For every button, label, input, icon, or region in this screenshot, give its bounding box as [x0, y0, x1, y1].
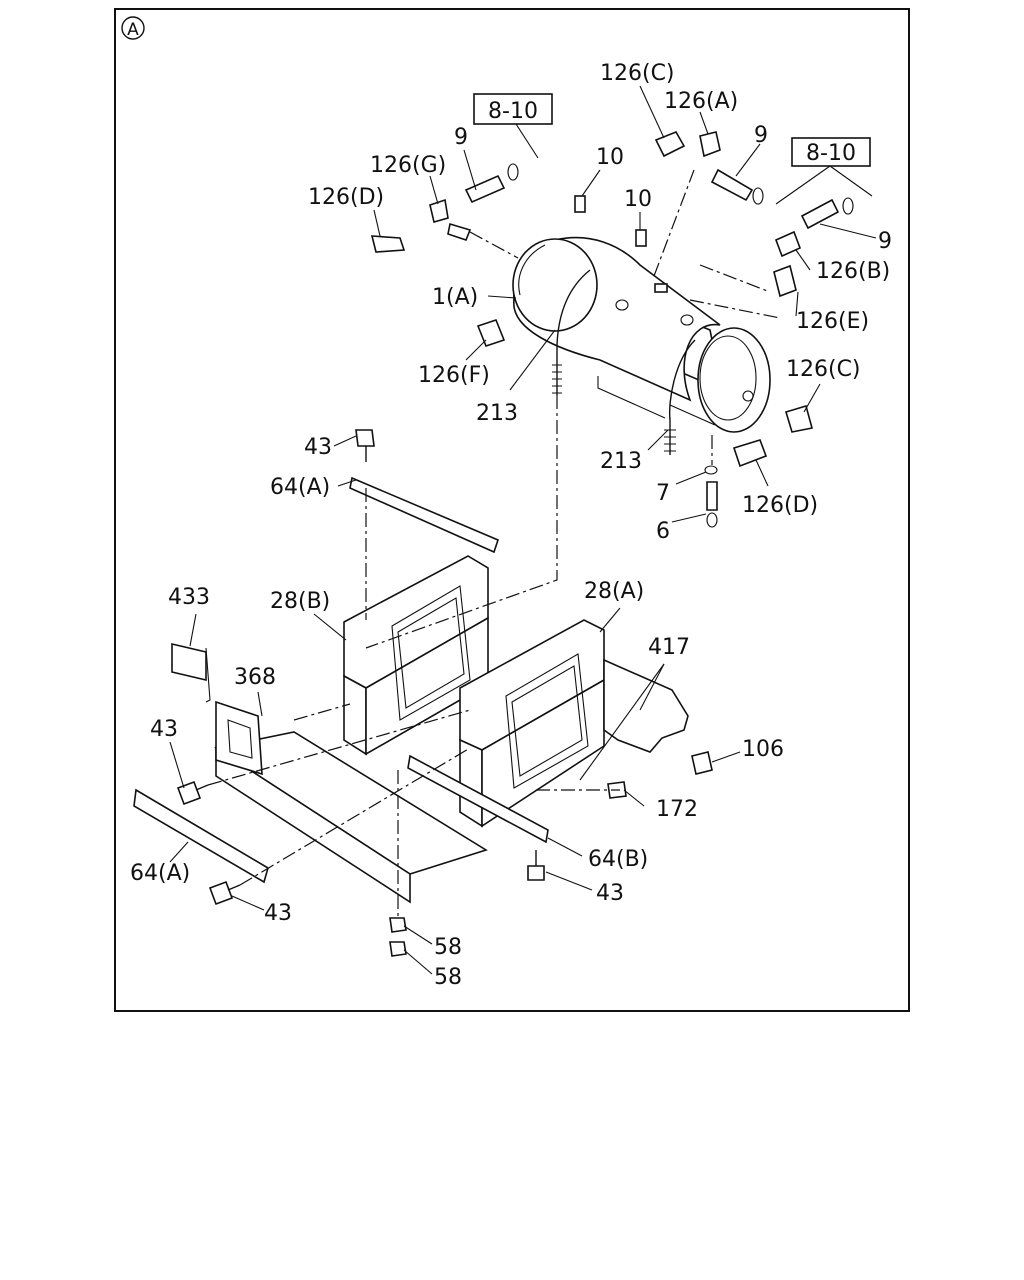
callout-9-top-left: 9	[454, 125, 468, 150]
callout-7: 7	[656, 481, 670, 506]
callout-8-10-left: 8-10	[488, 99, 538, 124]
elbow-126d-right	[732, 439, 768, 468]
callout-43-left: 43	[150, 717, 178, 742]
diagram-frame	[114, 8, 910, 1012]
tank-strap	[552, 269, 696, 455]
elbow-126b	[774, 230, 802, 258]
tee-126g	[429, 198, 449, 223]
callout-126e: 126(E)	[796, 309, 869, 334]
callout-126f: 126(F)	[418, 363, 490, 388]
bracket-strap-64b	[407, 754, 549, 844]
fittings-top	[370, 130, 854, 528]
callout-126c-right: 126(C)	[786, 357, 861, 382]
callout-126d-right: 126(D)	[742, 493, 818, 518]
callout-213-left: 213	[476, 401, 518, 426]
valve-9-top	[710, 168, 754, 202]
valve-9-right	[800, 198, 840, 230]
callout-9-right: 9	[878, 229, 892, 254]
callout-126d-left: 126(D)	[308, 185, 384, 210]
callout-58-b: 58	[434, 965, 462, 990]
section-marker: A	[121, 16, 145, 40]
reference-box-8-10-right	[791, 137, 871, 167]
callout-126g: 126(G)	[370, 153, 446, 178]
callout-1a: 1(A)	[432, 285, 478, 310]
elbow-126c-top	[654, 130, 686, 158]
plug-10a	[574, 195, 586, 213]
callout-64a-bottom: 64(A)	[130, 861, 190, 886]
callout-213-right: 213	[600, 449, 642, 474]
crossmember	[213, 731, 488, 904]
assembly-lines	[207, 169, 781, 918]
callout-28b: 28(B)	[270, 589, 330, 614]
callout-43-top: 43	[304, 435, 332, 460]
callout-6: 6	[656, 519, 670, 544]
callout-10-a: 10	[596, 145, 624, 170]
part-368	[215, 700, 263, 776]
callout-126c-top: 126(C)	[600, 61, 675, 86]
air-tank	[512, 236, 771, 433]
plug-10b	[635, 229, 647, 247]
bracket-strap-bottom	[133, 788, 269, 884]
valve-9-left	[464, 174, 506, 204]
callout-172: 172	[656, 797, 698, 822]
bracket-strap-top	[349, 429, 499, 554]
washer-7	[704, 465, 718, 475]
callout-43-bottom-left: 43	[264, 901, 292, 926]
callout-labels: 8-10 8-10 126(C) 126(A) 9 9 9 10 10 126(…	[130, 61, 892, 990]
tee-126e	[773, 264, 797, 298]
callout-43-bottom-mid: 43	[596, 881, 624, 906]
bracket-28b	[343, 555, 489, 756]
callout-8-10-right: 8-10	[806, 141, 856, 166]
callout-28a: 28(A)	[584, 579, 644, 604]
drain-valve-6	[706, 481, 718, 511]
callout-9-top-right: 9	[754, 123, 768, 148]
callout-64a-top: 64(A)	[270, 475, 330, 500]
reference-box-8-10-left	[473, 93, 553, 125]
callout-417: 417	[648, 635, 690, 660]
elbow-126f	[476, 319, 506, 347]
callout-58-a: 58	[434, 935, 462, 960]
section-marker-label: A	[127, 20, 139, 40]
callout-126a: 126(A)	[664, 89, 738, 114]
label-plate-433	[171, 642, 207, 682]
leader-lines	[169, 85, 877, 975]
callout-106: 106	[742, 737, 784, 762]
callout-10-b: 10	[624, 187, 652, 212]
callout-126b: 126(B)	[816, 259, 890, 284]
callout-64b: 64(B)	[588, 847, 648, 872]
callout-433: 433	[168, 585, 210, 610]
tee-126a	[699, 131, 721, 158]
elbow-126d-left	[370, 235, 406, 253]
callout-368: 368	[234, 665, 276, 690]
plate-417	[603, 658, 689, 753]
elbow-126c-right	[785, 404, 813, 433]
